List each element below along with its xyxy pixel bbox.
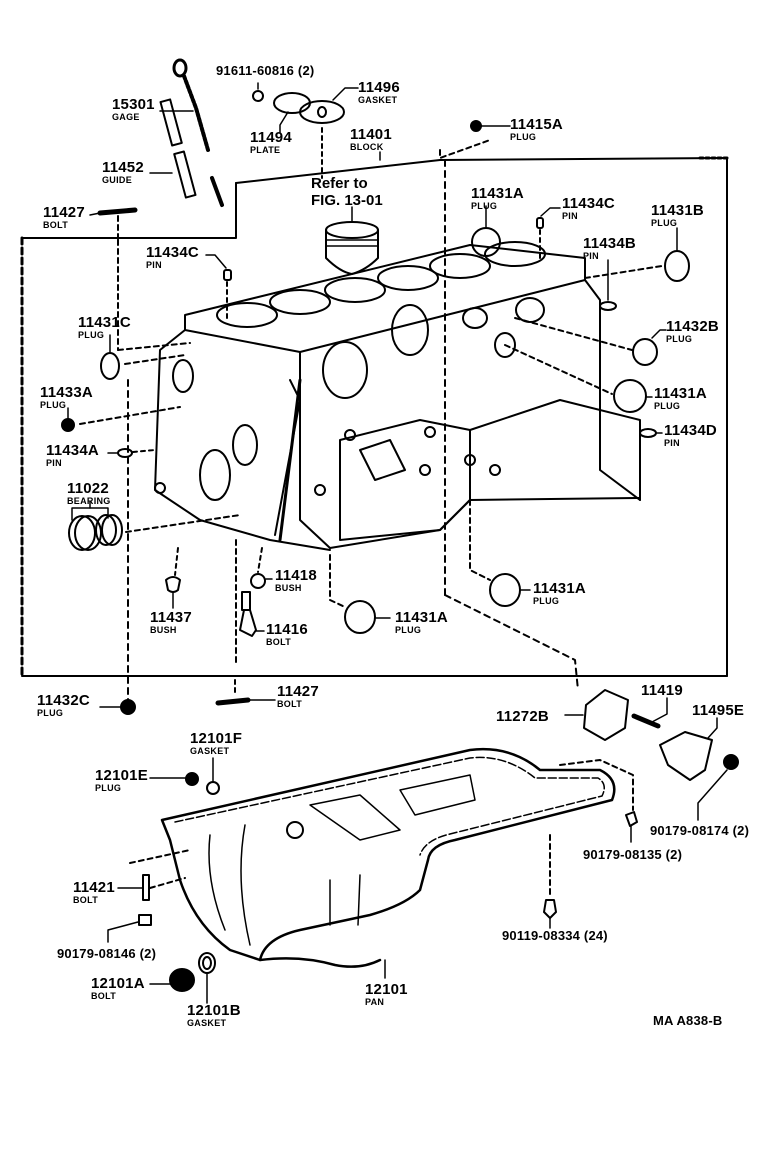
engine-block-drawing [154,241,641,551]
part-label-90179-08135: 90179-08135 (2) [583,847,683,862]
oil-level-gage-drawing [149,58,224,207]
part-label-90179-08146: 90179-08146 (2) [57,946,157,961]
part-label-90179-08174: 90179-08174 (2) [650,823,750,838]
part-label-11272B: 11272B [496,708,549,725]
part-label-11419: 11419 [641,682,683,699]
part-label-11495E: 11495E [692,702,745,719]
block-boundary-frame [20,156,729,678]
part-label-90119-08334: 90119-08334 (24) [502,928,608,943]
piston-drawing [325,206,379,275]
oil-pan-drawing [160,748,616,979]
part-label-91611-60816: 91611-60816 (2) [216,63,315,78]
loose-parts-drawing [61,120,739,1004]
diagram-code: MA A838-B [653,1013,723,1028]
plate-gasket-drawing [252,82,381,179]
